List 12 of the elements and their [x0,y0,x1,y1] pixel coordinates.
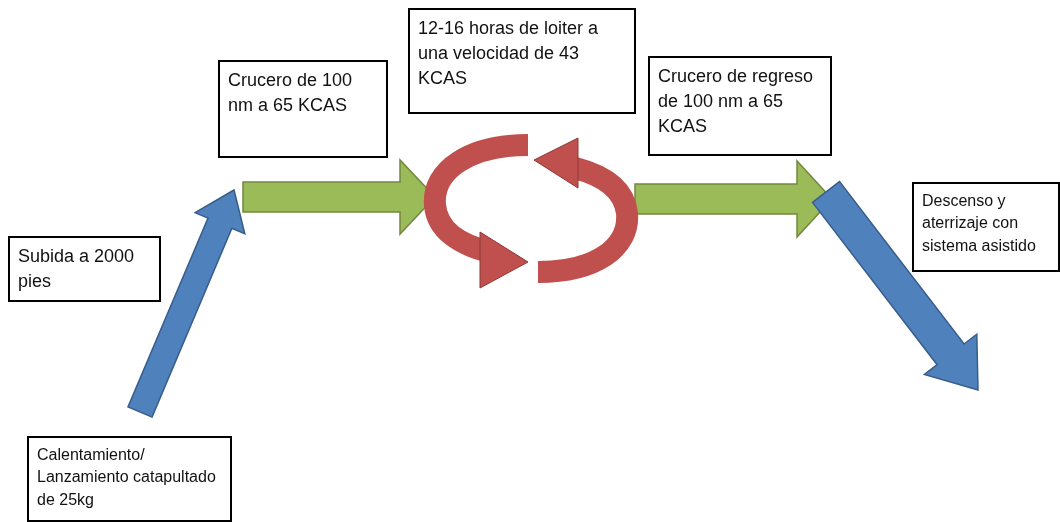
text-box [27,436,232,522]
text-box [912,182,1060,272]
box-text: Subida a 2000 pies [18,245,136,294]
box-text: Calentamiento/ Lanzamiento catapultado de 25kg [37,445,217,510]
text-box [8,236,161,303]
box-text: 12-16 horas de loiter a una velocidad de 43 KCAS [418,17,600,91]
box-text: Crucero de regreso de 100 nm a 65 KCAS [658,65,815,139]
box-text: Descenso y aterrizaje con sistema asistido [922,191,1037,256]
text-box [408,8,636,114]
text-box [648,56,832,156]
text-box [218,60,388,158]
box-text: Crucero de 100 nm a 65 KCAS [228,69,354,118]
